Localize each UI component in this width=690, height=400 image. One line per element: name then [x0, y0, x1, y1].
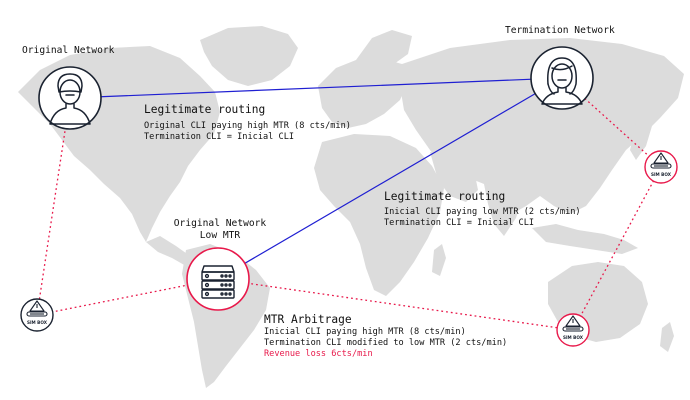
user-female-icon: [541, 57, 583, 105]
africa-landmass: [314, 134, 444, 296]
low-mtr-network-label: Original Network Low MTR: [160, 218, 280, 242]
arbitrage-route-original-to-simbox: [36, 97, 71, 316]
sim-box-icon: [26, 300, 48, 317]
original-network-label: Original Network: [22, 45, 115, 56]
new-zealand-landmass: [660, 322, 674, 352]
legit-route-2-line2: Termination CLI = Inicial CLI: [384, 218, 535, 228]
low-mtr-network-node: [186, 247, 250, 311]
revenue-loss-text: Revenue loss 6cts/min: [264, 349, 373, 359]
japan-landmass: [630, 112, 652, 160]
sim-box-label: SIM BOX: [651, 172, 672, 177]
sim-box-icon: [562, 315, 584, 332]
arbitrage-line2: Termination CLI modified to low MTR (2 c…: [264, 338, 508, 348]
low-mtr-network-label-line1: Original Network: [173, 218, 267, 229]
original-network-node: [38, 66, 102, 130]
legit-route-1-line2: Termination CLI = Inicial CLI: [144, 132, 295, 142]
sim-box-australia-node: SIM BOX: [556, 313, 590, 347]
legit-route-line-2: [217, 77, 563, 280]
low-mtr-network-label-line2: Low MTR: [199, 229, 241, 241]
sim-box-west-node: SIM BOX: [20, 298, 54, 332]
legit-route-1-title: Legitimate routing: [144, 103, 266, 116]
sim-box-icon: [650, 152, 672, 169]
sim-box-east-node: SIM BOX: [644, 150, 678, 184]
arbitrage-route-lowmtr-to-simbox: [217, 278, 574, 331]
sim-box-label: SIM BOX: [563, 335, 584, 340]
sim-box-label: SIM BOX: [27, 320, 48, 325]
arabia-landmass: [430, 152, 478, 202]
central-america-landmass: [146, 236, 196, 266]
user-icon: [49, 73, 91, 125]
greenland-landmass: [200, 26, 298, 86]
arbitrage-title: MTR Arbitrage: [264, 313, 352, 326]
termination-network-label: Termination Network: [505, 25, 615, 36]
europe-landmass: [318, 58, 408, 128]
arbitrage-route-simbox-to-simbox: [572, 166, 662, 331]
legit-route-2-line1: Inicial CLI paying low MTR (2 cts/min): [384, 207, 581, 217]
scandinavia-landmass: [356, 30, 412, 64]
indonesia-landmass: [532, 224, 638, 254]
arbitrage-line1: Inicial CLI paying high MTR (8 cts/min): [264, 327, 466, 337]
legit-route-line-1: [69, 77, 563, 99]
legit-route-2-title: Legitimate routing: [384, 190, 506, 203]
server-icon: [201, 265, 235, 299]
legit-route-1-line1: Original CLI paying high MTR (8 cts/min): [144, 121, 351, 131]
madagascar-landmass: [432, 244, 446, 276]
india-landmass: [484, 184, 522, 236]
termination-network-node: [530, 46, 594, 110]
